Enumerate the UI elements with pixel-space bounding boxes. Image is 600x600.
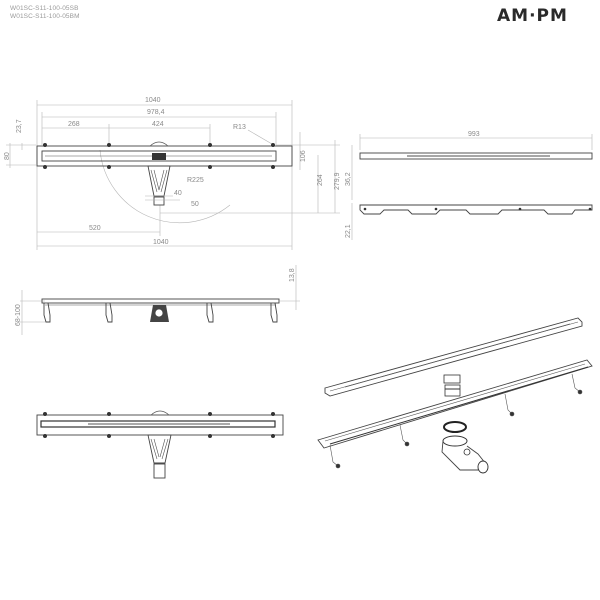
dim-first-leg-offset: 268: [68, 121, 80, 128]
product-code-1: W01SC-S11-100-05SB: [10, 5, 79, 12]
bottom-plan-view: [36, 410, 284, 479]
dim-center-offset: 520: [89, 225, 101, 232]
dim-width: 80: [4, 152, 11, 160]
dim-top-height: 13,8: [289, 268, 296, 282]
dim-depth-106: 106: [300, 150, 307, 162]
dim-radius-arc: R225: [187, 177, 204, 184]
dim-depth-264: 264: [317, 174, 324, 186]
dim-bottom-length: 1040: [153, 239, 169, 246]
product-code-2: W01SC-S11-100-05BM: [10, 13, 80, 20]
isometric-view: [317, 317, 593, 474]
dim-grate-length: 993: [468, 131, 480, 138]
side-view: 68-100 13,8: [15, 265, 300, 335]
dim-radius-leg: R13: [233, 124, 246, 131]
dim-edge-offset: 23,7: [16, 119, 23, 133]
dim-depth-279: 279,9: [334, 172, 341, 190]
top-view: 1040 978,4 268 424 R13 23,7 80 106 264 2…: [4, 97, 341, 250]
product-codes: W01SC-S11-100-05SB W01SC-S11-100-05BM: [10, 5, 80, 21]
dim-overall-length: 1040: [145, 97, 161, 104]
dim-inner-length: 978,4: [147, 109, 165, 116]
dim-leg-spacing: 424: [152, 121, 164, 128]
brand-logo: AM·PM: [497, 6, 568, 26]
dim-outlet-50: 50: [191, 201, 199, 208]
dim-height-362: 36,2: [345, 172, 352, 186]
grate-view: 993 36,2 22,1: [345, 131, 593, 240]
dim-outlet-40: 40: [174, 190, 182, 197]
dim-height-221: 22,1: [345, 224, 352, 238]
dim-height-range: 68-100: [15, 304, 22, 326]
